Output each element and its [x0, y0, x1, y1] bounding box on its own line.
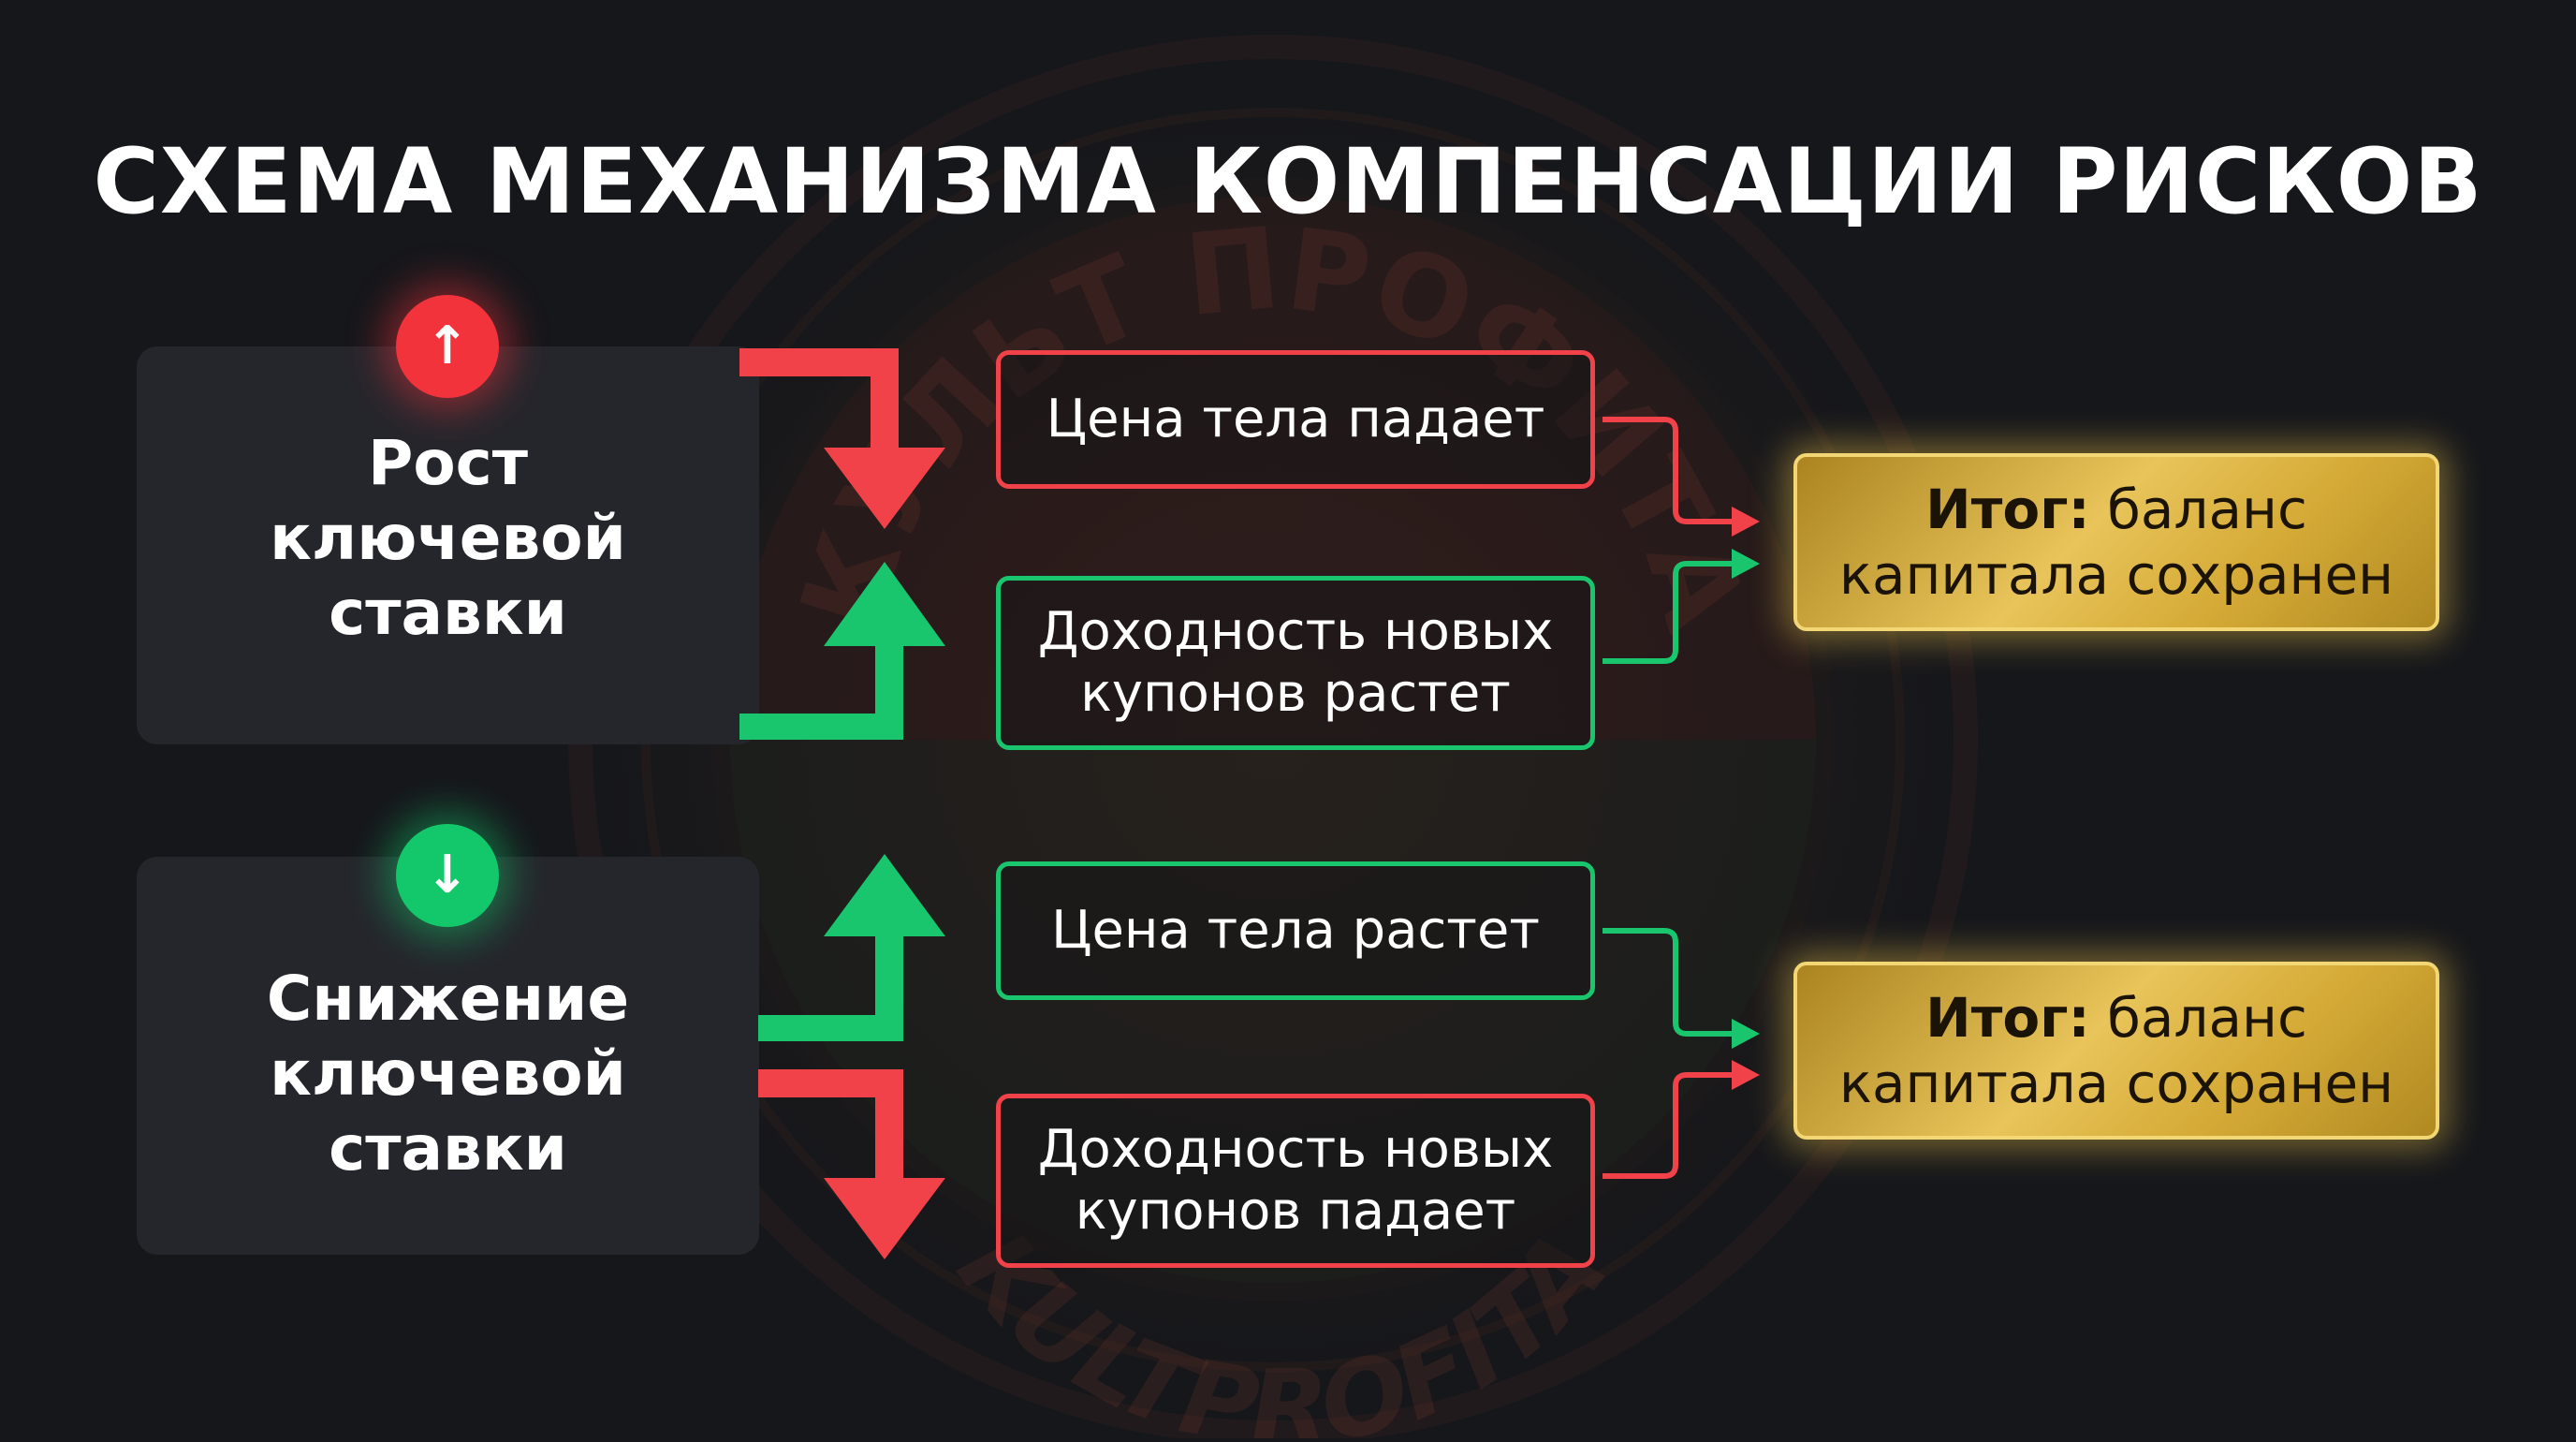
result-rest: баланс — [2089, 986, 2307, 1050]
connector-red-1 — [1603, 417, 1737, 524]
connector-green-1-head — [1732, 549, 1760, 579]
result-line-2: капитала сохранен — [1838, 543, 2394, 607]
page-title: СХЕМА МЕХАНИЗМА КОМПЕНСАЦИИ РИСКОВ — [93, 129, 2483, 234]
rate-down-badge: ↓ — [396, 824, 499, 927]
connector-red-2-head — [1732, 1060, 1760, 1090]
big-red-down-arrow-2 — [758, 1069, 945, 1259]
result-prefix: Итог: — [1925, 478, 2090, 541]
connector-red-1-head — [1732, 507, 1760, 537]
connector-green-2 — [1603, 928, 1737, 1037]
result-balance-preserved-1: Итог: баланс капитала сохранен — [1793, 453, 2439, 631]
big-green-up-arrow-2 — [758, 854, 945, 1041]
big-red-down-arrow-1 — [739, 348, 945, 529]
arrow-down-icon: ↓ — [425, 845, 470, 905]
connector-green-2-head — [1732, 1019, 1760, 1049]
result-line-1: Итог: баланс — [1925, 985, 2307, 1051]
result-balance-preserved-2: Итог: баланс капитала сохранен — [1793, 962, 2439, 1140]
arrow-up-icon: ↑ — [425, 316, 470, 376]
result-line-1: Итог: баланс — [1925, 477, 2307, 542]
big-green-up-arrow-1 — [739, 562, 945, 740]
effect-coupon-yield-rises: Доходность новых купонов растет — [996, 576, 1595, 750]
scenario-rate-rise-label: Рост ключевой ставки — [270, 427, 626, 649]
scenario-rate-cut-label: Снижение ключевой ставки — [266, 963, 630, 1184]
effect-body-price-falls: Цена тела падает — [996, 350, 1595, 489]
effect-body-price-rises: Цена тела растет — [996, 861, 1595, 1000]
scenario-rate-rise-panel — [137, 346, 759, 744]
connector-green-1 — [1603, 561, 1737, 664]
result-line-2: капитала сохранен — [1838, 1052, 2394, 1115]
connector-red-2 — [1603, 1072, 1737, 1179]
result-rest: баланс — [2089, 478, 2307, 541]
rate-up-badge: ↑ — [396, 295, 499, 398]
effect-coupon-yield-falls: Доходность новых купонов падает — [996, 1094, 1595, 1268]
result-prefix: Итог: — [1925, 986, 2090, 1050]
